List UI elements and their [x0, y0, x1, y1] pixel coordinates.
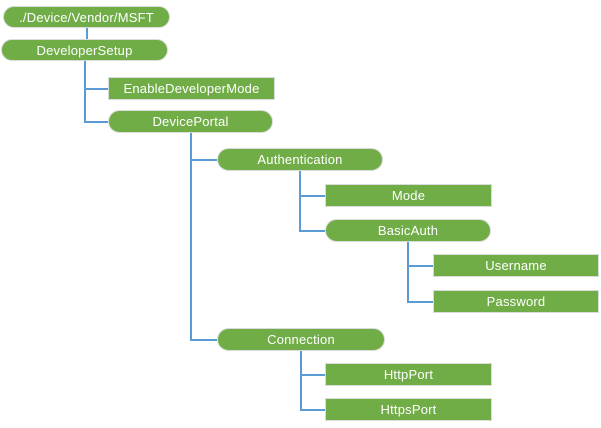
connector-stem-connection	[300, 351, 302, 411]
node-mode: Mode	[325, 184, 492, 207]
node-http-port: HttpPort	[325, 363, 492, 386]
node-label-mode: Mode	[391, 188, 426, 203]
node-label-http-port: HttpPort	[383, 367, 434, 382]
node-device-portal: DevicePortal	[108, 110, 273, 133]
node-connection: Connection	[217, 328, 385, 351]
node-label-username: Username	[485, 258, 547, 273]
connector-stem-basic-auth	[407, 242, 409, 303]
node-label-device-portal: DevicePortal	[152, 114, 229, 129]
connector-authentication-mode	[299, 194, 325, 197]
node-label-password: Password	[486, 294, 546, 309]
node-basic-auth: BasicAuth	[325, 219, 491, 242]
node-authentication: Authentication	[217, 148, 383, 171]
connector-connection-https-port	[300, 408, 325, 411]
node-username: Username	[433, 254, 599, 277]
connector-developer-setup-enable-developer-mode	[83, 87, 108, 90]
node-label-basic-auth: BasicAuth	[377, 223, 439, 238]
node-label-connection: Connection	[267, 332, 335, 347]
node-developer-setup: DeveloperSetup	[1, 39, 168, 61]
connector-stem-device-portal	[189, 133, 192, 341]
connector-msft-developer-setup	[85, 28, 88, 39]
node-msft: ./Device/Vendor/MSFT	[3, 6, 170, 28]
connector-connection-http-port	[300, 373, 325, 376]
node-label-developer-setup: DeveloperSetup	[36, 42, 133, 58]
connector-basic-auth-username	[407, 264, 433, 267]
node-https-port: HttpsPort	[325, 398, 492, 421]
node-label-msft: ./Device/Vendor/MSFT	[19, 9, 154, 25]
node-label-authentication: Authentication	[257, 152, 343, 167]
connector-developer-setup-device-portal	[83, 120, 108, 123]
connector-authentication-basic-auth	[299, 229, 325, 232]
connector-basic-auth-password	[407, 300, 433, 303]
node-label-enable-developer-mode: EnableDeveloperMode	[123, 81, 260, 96]
connector-device-portal-authentication	[189, 158, 217, 161]
node-password: Password	[433, 290, 599, 313]
connector-stem-developer-setup	[83, 61, 86, 123]
node-label-https-port: HttpsPort	[380, 402, 437, 417]
connector-stem-authentication	[299, 171, 301, 232]
connector-device-portal-connection	[189, 338, 217, 341]
node-enable-developer-mode: EnableDeveloperMode	[108, 77, 275, 100]
